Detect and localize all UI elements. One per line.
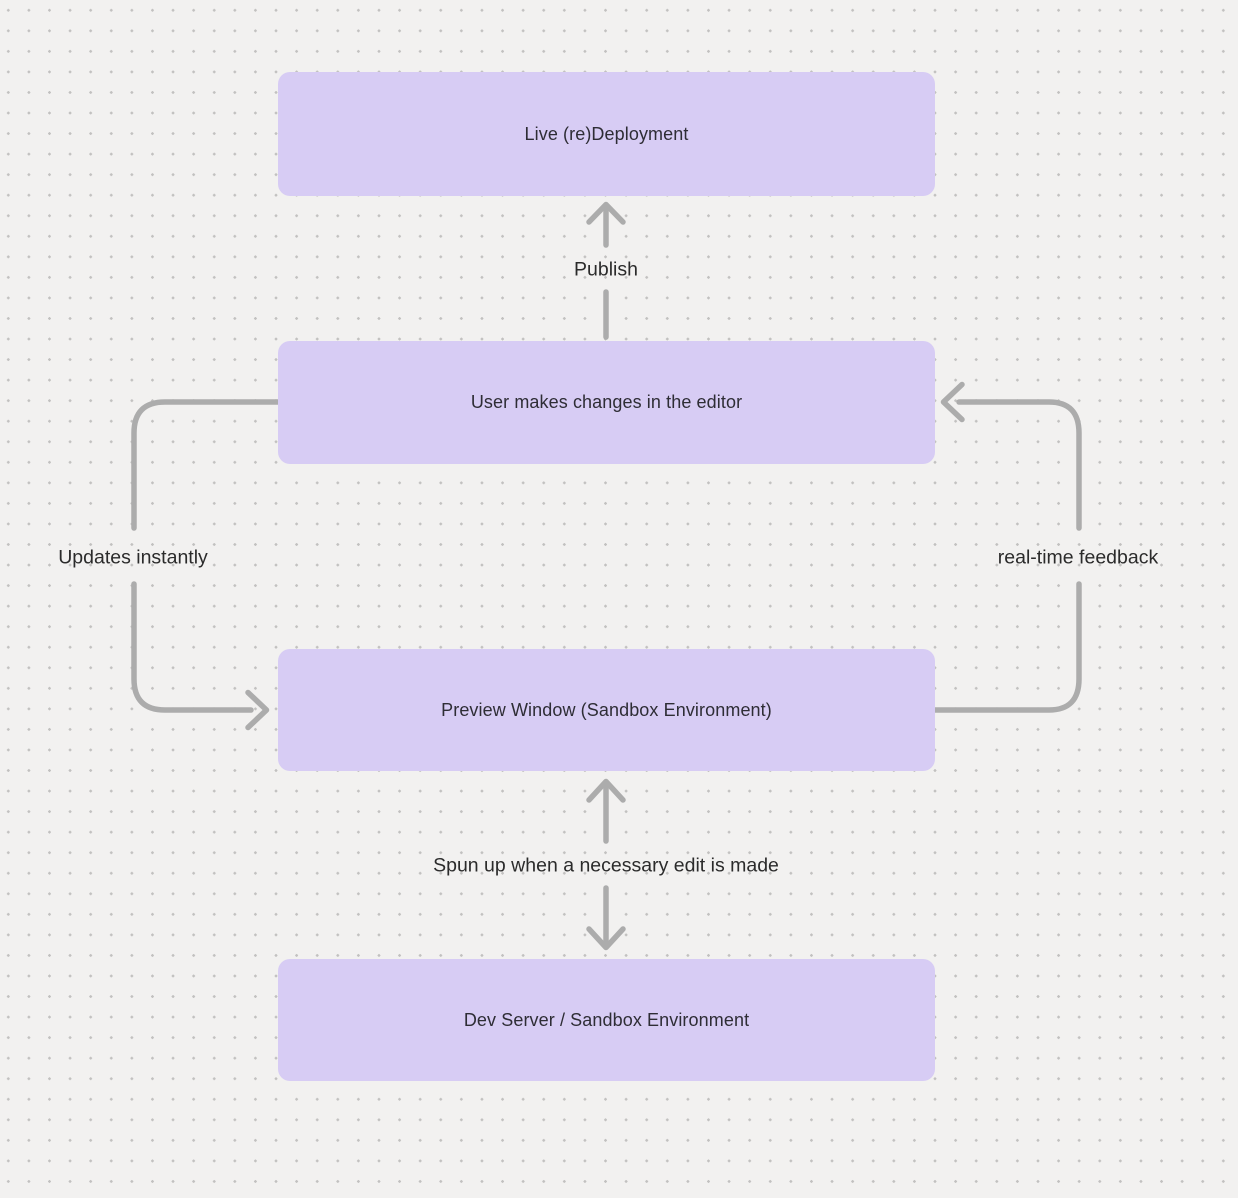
edge-feedback-arrowhead-left-icon — [940, 381, 965, 423]
node-dev-server[interactable]: Dev Server / Sandbox Environment — [278, 959, 935, 1081]
node-preview-window[interactable]: Preview Window (Sandbox Environment) — [278, 649, 935, 771]
node-label: Dev Server / Sandbox Environment — [463, 1009, 750, 1030]
edge-updates-arrowhead-right-icon — [245, 689, 270, 731]
edge-label-real-time-feedback: real-time feedback — [997, 546, 1159, 569]
edge-publish-arrowhead-up-icon — [586, 201, 626, 225]
edge-spunup-arrowhead-up-icon — [586, 778, 626, 803]
node-live-redeployment[interactable]: Live (re)Deployment — [278, 72, 935, 196]
edge-feedback-lower — [932, 581, 1082, 713]
edge-label-spun-up: Spun up when a necessary edit is made — [433, 854, 779, 877]
edge-label-updates-instantly: Updates instantly — [58, 546, 208, 569]
edge-spunup-arrowhead-down-icon — [586, 926, 626, 951]
edge-updates-lower — [131, 581, 254, 713]
node-label: Preview Window (Sandbox Environment) — [441, 699, 772, 720]
node-label: Live (re)Deployment — [524, 123, 689, 144]
node-label: User makes changes in the editor — [470, 392, 743, 412]
edge-feedback-upper — [956, 399, 1082, 531]
node-user-edits[interactable]: User makes changes in the editor — [278, 341, 935, 464]
edge-updates-upper — [131, 399, 281, 531]
edge-label-publish: Publish — [574, 258, 638, 281]
